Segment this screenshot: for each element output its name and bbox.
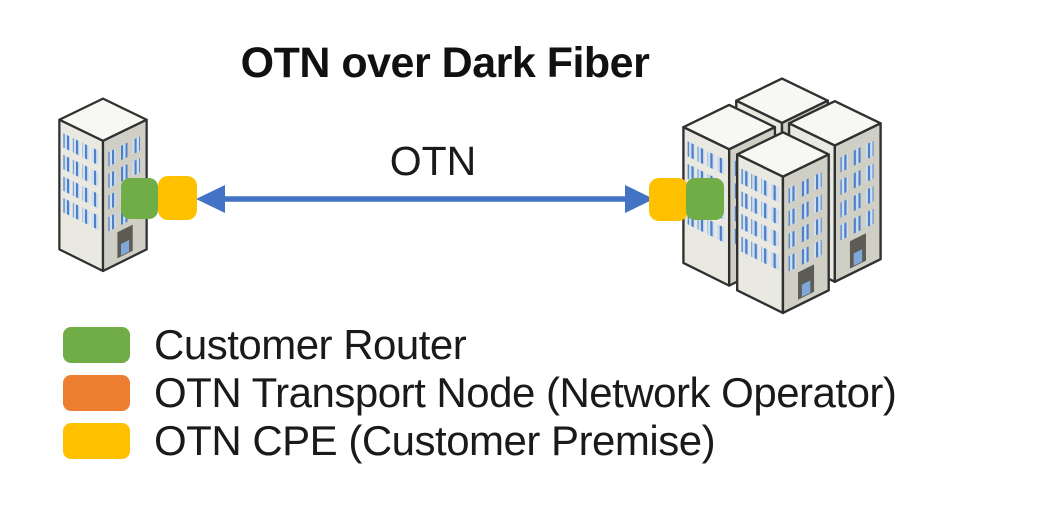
- legend-label-customer-router: Customer Router: [154, 320, 467, 368]
- legend-label-otn-cpe: OTN CPE (Customer Premise): [154, 416, 716, 464]
- legend-label-otn-transport-node: OTN Transport Node (Network Operator): [154, 368, 897, 416]
- otn-link-arrow: [196, 185, 654, 213]
- arrowhead-left-icon: [196, 185, 225, 213]
- otn-link-label: OTN: [389, 138, 477, 184]
- legend-item-otn-cpe: OTN CPE (Customer Premise): [63, 416, 896, 464]
- arrowhead-right-icon: [625, 185, 654, 213]
- legend-swatch-otn-cpe: [63, 422, 130, 459]
- legend: Customer Router OTN Transport Node (Netw…: [63, 320, 897, 464]
- legend-item-customer-router: Customer Router: [63, 320, 896, 368]
- diagram-title: OTN over Dark Fiber: [240, 39, 650, 87]
- otn-cpe-node-left: [158, 176, 197, 220]
- legend-swatch-otn-transport-node: [63, 374, 130, 411]
- otn-cpe-node-right: [649, 178, 688, 221]
- customer-router-node-right: [686, 178, 724, 220]
- legend-item-otn-transport-node: OTN Transport Node (Network Operator): [63, 368, 897, 416]
- legend-swatch-customer-router: [63, 326, 130, 363]
- customer-router-node-left: [121, 178, 158, 219]
